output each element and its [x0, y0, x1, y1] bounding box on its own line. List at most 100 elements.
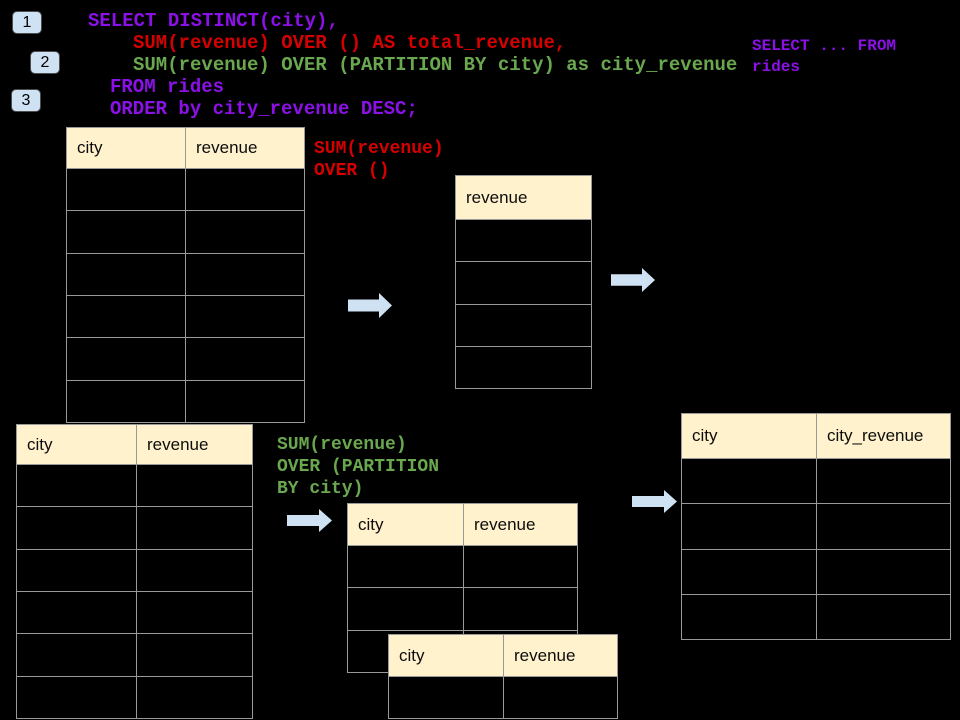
source-table-top-cell	[66, 294, 186, 339]
city-revenue-table-row-2	[681, 503, 951, 550]
city-revenue-table-cell	[816, 457, 951, 505]
partition-table-front-header-city: city	[388, 634, 504, 677]
source-table-top-row-4	[66, 294, 305, 339]
city-revenue-table-cell	[681, 457, 817, 505]
source-table-bottom-cell	[16, 590, 137, 635]
partition-table-back-header-revenue: revenue	[463, 503, 578, 546]
arrow-total-step-2	[611, 268, 655, 292]
total-revenue-table-cell	[455, 218, 592, 263]
sum-over-label: SUM(revenue)OVER ()	[314, 138, 444, 182]
city-revenue-table-row-1	[681, 457, 951, 505]
source-table-top-header-revenue: revenue	[185, 127, 305, 169]
source-table-top-row-5	[66, 337, 305, 381]
source-table-bottom-cell	[136, 463, 253, 508]
source-table-top-cell	[185, 379, 305, 423]
total-revenue-table-cell	[455, 261, 592, 305]
source-table-top-cell	[185, 294, 305, 339]
partition-table-back-header-city: city	[347, 503, 464, 546]
arrow-partition-step-2	[632, 490, 677, 513]
city-revenue-table-header-city_revenue: city_revenue	[816, 413, 951, 459]
partition-table-front-header-revenue: revenue	[503, 634, 618, 677]
source-table-bottom-cell	[136, 633, 253, 677]
source-table-bottom-cell	[16, 633, 137, 677]
city-revenue-table-cell	[816, 548, 951, 595]
step-badge-1: 1	[12, 11, 42, 34]
sql-code-line-2: SUM(revenue) OVER () AS total_revenue,	[133, 32, 567, 54]
partition-table-back-cell	[463, 544, 578, 589]
side-note-line-2: rides	[752, 58, 801, 76]
side-note-line-1: SELECT ... FROM	[752, 37, 897, 55]
source-table-bottom-row-5	[16, 633, 253, 677]
city-revenue-table-cell	[681, 593, 817, 641]
arrow-partition-step-1	[287, 509, 332, 532]
source-table-top-cell	[66, 252, 186, 296]
source-table-bottom-cell	[136, 675, 253, 719]
city-revenue-table-cell	[681, 548, 817, 595]
source-table-top-cell	[66, 210, 186, 254]
city-revenue-table-cell	[681, 503, 817, 550]
sql-code-line-3: SUM(revenue) OVER (PARTITION BY city) as…	[133, 54, 738, 76]
sum-over-partition-label-line-1: SUM(revenue)	[277, 435, 407, 455]
source-table-bottom-row-4	[16, 590, 253, 635]
source-table-top-row-6	[66, 379, 305, 423]
source-table-bottom-cell	[16, 548, 137, 592]
side-note: SELECT ... FROM rides	[752, 36, 896, 78]
city-revenue-table-row-3	[681, 548, 951, 595]
sum-over-partition-label-line-3: BY city)	[277, 479, 364, 499]
source-table-top-row-3	[66, 252, 305, 296]
source-table-bottom-cell	[136, 590, 253, 635]
source-table-bottom-cell	[136, 506, 253, 550]
sql-code-line-1: SELECT DISTINCT(city),	[88, 10, 339, 32]
step-badge-2: 2	[30, 51, 60, 74]
total-revenue-table-row-2	[455, 261, 592, 305]
total-revenue-table: revenue	[455, 175, 592, 390]
source-table-bottom-header-city: city	[16, 424, 137, 465]
sql-code-line-5: ORDER by city_revenue DESC;	[110, 98, 418, 120]
partition-table-back-row-2	[347, 587, 578, 631]
arrow-right-icon	[348, 293, 392, 318]
source-table-top-cell	[185, 252, 305, 296]
partition-table-front-cell	[503, 675, 618, 720]
source-table-bottom-row-1	[16, 463, 253, 508]
total-revenue-table-row-1	[455, 218, 592, 263]
source-table-bottom-header-revenue: revenue	[136, 424, 253, 465]
total-revenue-table-cell	[455, 303, 592, 347]
source-table-bottom-row-3	[16, 548, 253, 592]
sql-code-line-4: FROM rides	[110, 76, 225, 98]
partition-table-front-row-1	[388, 675, 618, 720]
arrow-right-icon	[287, 509, 332, 532]
source-table-top-cell	[185, 167, 305, 212]
source-table-top-row-1	[66, 167, 305, 212]
source-table-top-header-city: city	[66, 127, 186, 169]
partition-table-back-cell	[347, 544, 464, 589]
source-table-bottom-row-2	[16, 506, 253, 550]
sum-over-label-line-1: SUM(revenue)	[314, 139, 444, 159]
step-badge-3: 3	[11, 89, 41, 112]
source-table-top-cell	[66, 167, 186, 212]
city-revenue-table-row-4	[681, 593, 951, 641]
source-table-top-cell	[185, 337, 305, 381]
source-table-top-cell	[66, 337, 186, 381]
source-table-bottom-cell	[16, 506, 137, 550]
arrow-right-icon	[632, 490, 677, 513]
partition-table-front-cell	[388, 675, 504, 720]
city-revenue-table-cell	[816, 503, 951, 550]
partition-table-back-cell	[347, 587, 464, 631]
sum-over-label-line-2: OVER ()	[314, 161, 390, 181]
source-table-bottom-cell	[136, 548, 253, 592]
total-revenue-table-cell	[455, 345, 592, 390]
sql-code-block: SELECT DISTINCT(city),SUM(revenue) OVER …	[88, 10, 737, 120]
total-revenue-table-header-revenue: revenue	[455, 175, 592, 220]
city-revenue-table-cell	[816, 593, 951, 641]
total-revenue-table-row-4	[455, 345, 592, 390]
total-revenue-table-header-row: revenue	[455, 175, 592, 220]
source-table-bottom-cell	[16, 463, 137, 508]
